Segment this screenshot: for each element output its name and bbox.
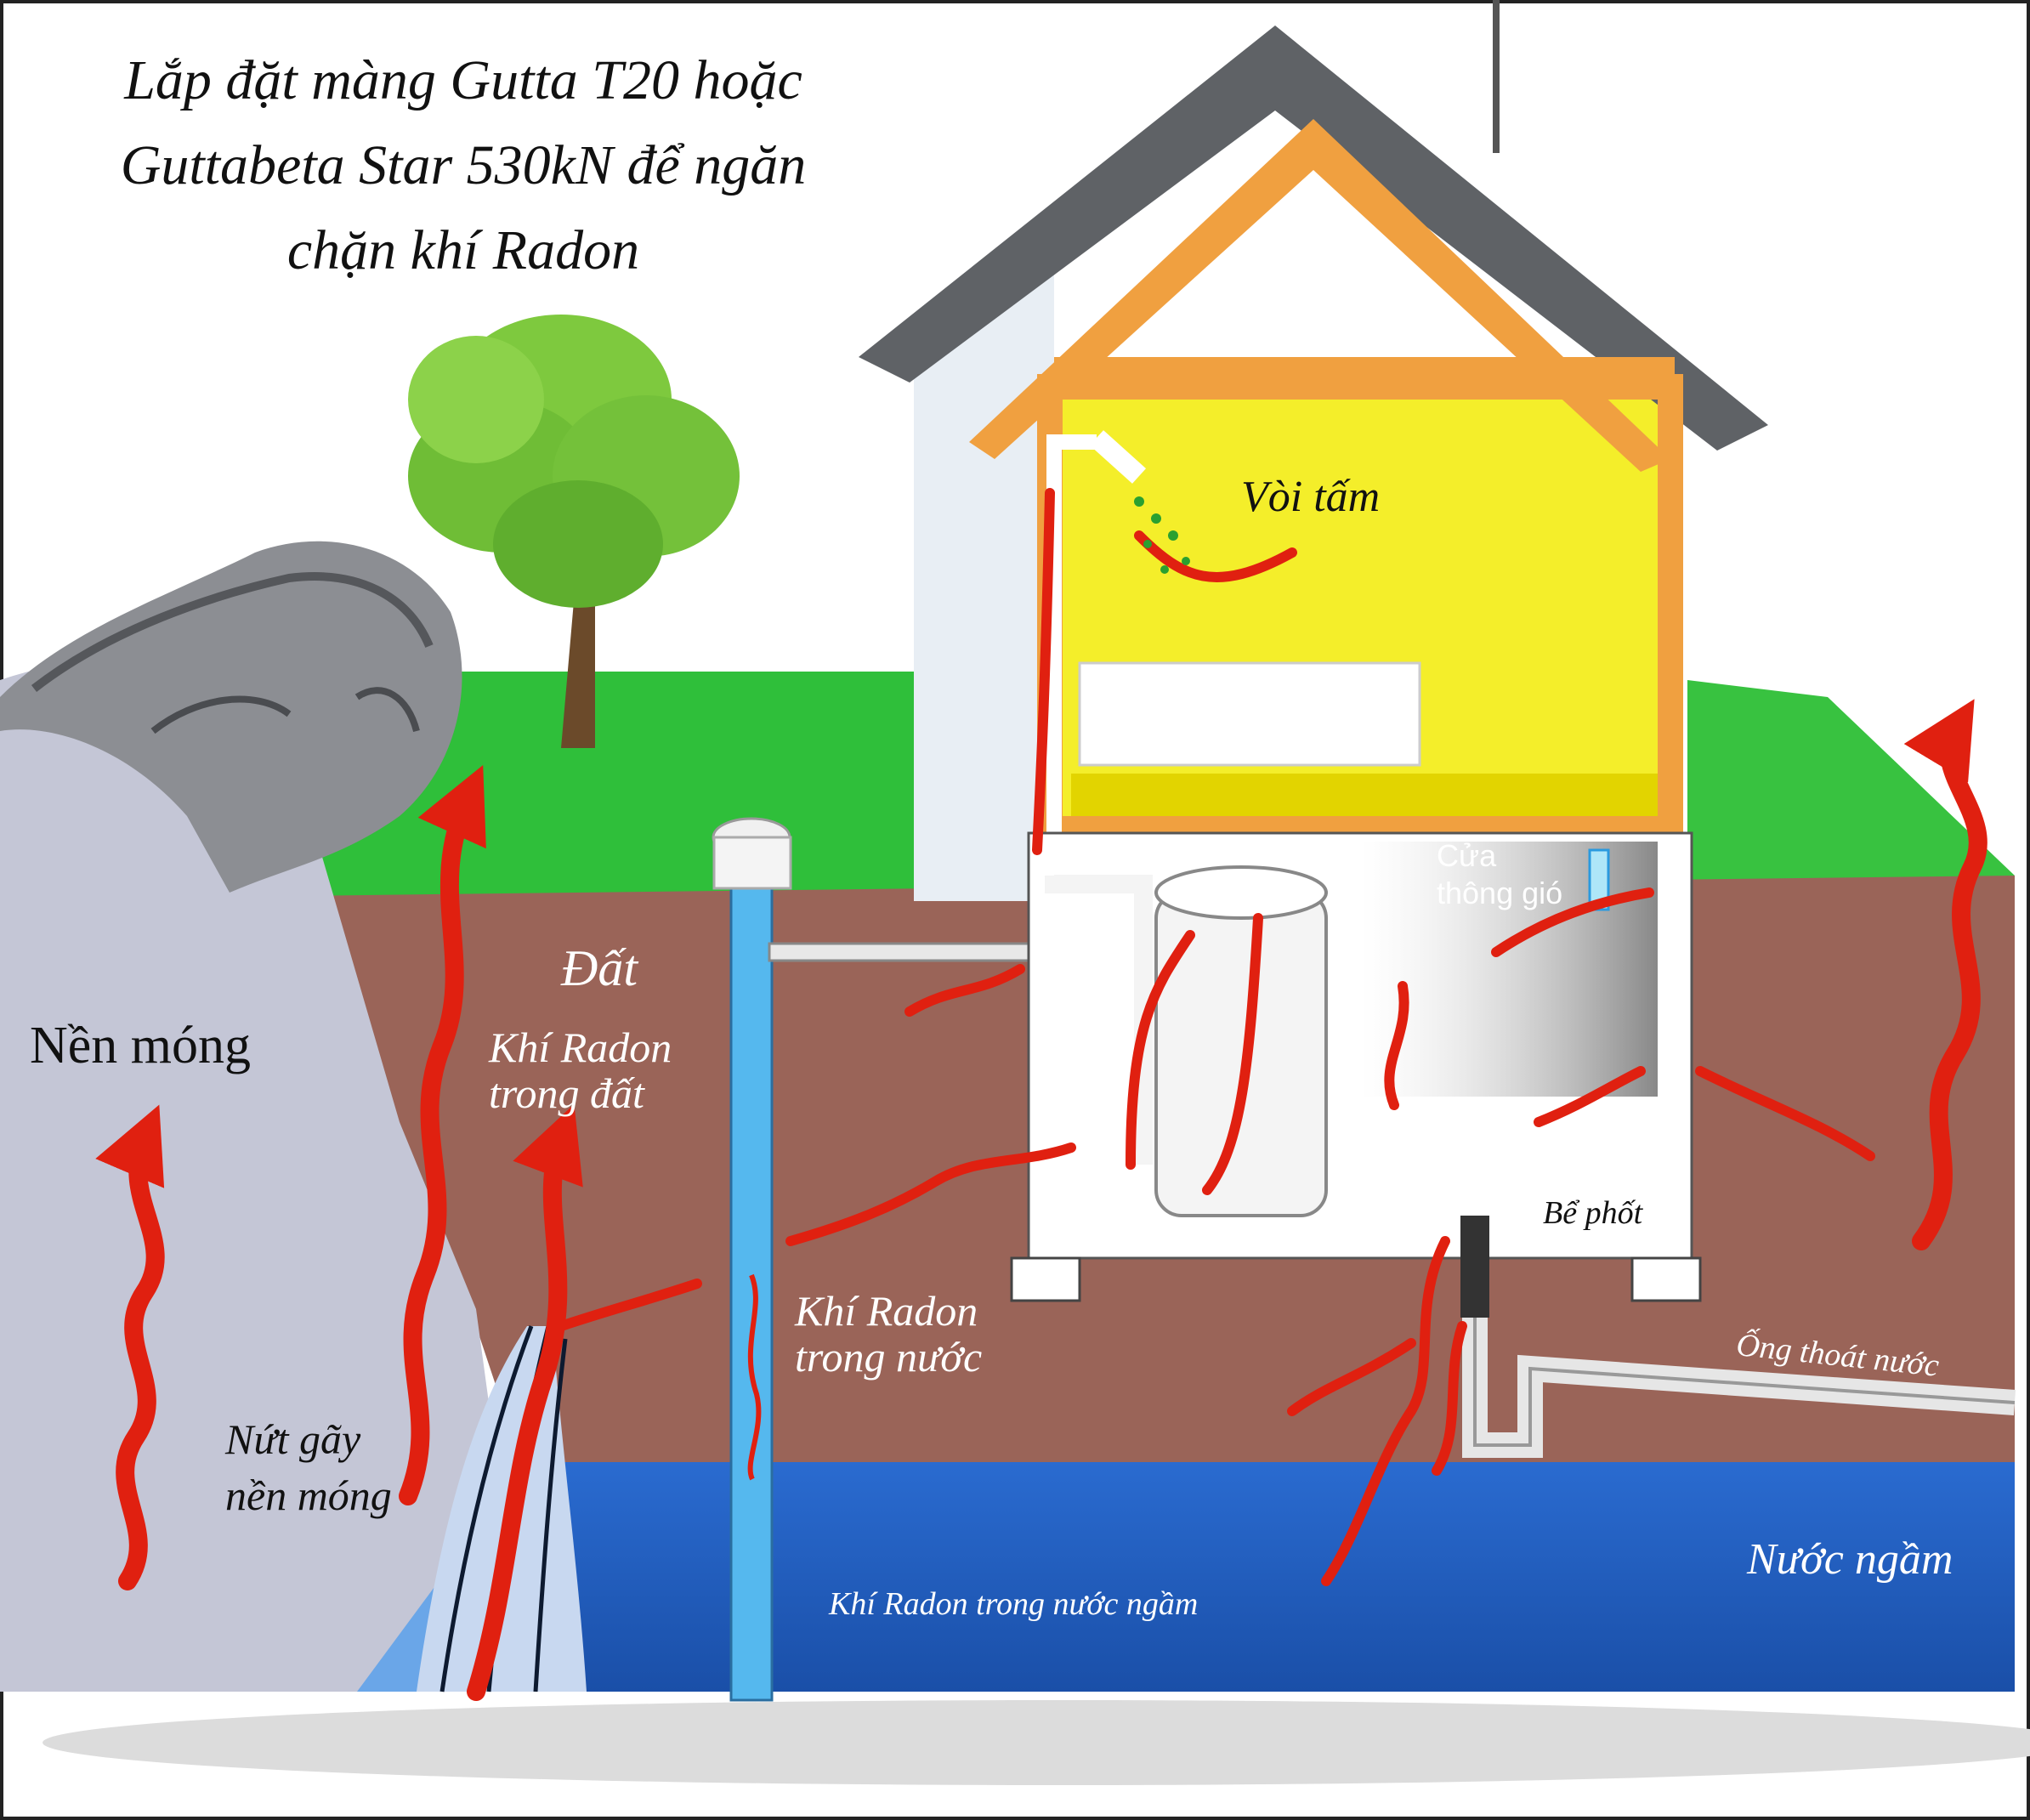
radon-arrow-soil: [399, 764, 486, 1505]
attic-beam: [1054, 357, 1675, 400]
label-vent: Cửa thông gió: [1437, 837, 1562, 912]
label-foundation: Nền móng: [30, 1017, 252, 1074]
grass-surface-right: [1687, 680, 2015, 897]
label-vent-line-1: Cửa: [1437, 838, 1497, 873]
label-groundwater: Nước ngầm: [1747, 1535, 1953, 1584]
rock-outcrop-highlight: [31, 572, 434, 692]
radon-squiggles: [556, 488, 1875, 1586]
tree: [408, 315, 740, 748]
title-line-3: chặn khí Radon: [286, 219, 640, 281]
label-septic: Bể phốt: [1543, 1195, 1643, 1231]
title-line-2: Guttabeta Star 530kN để ngăn: [120, 134, 807, 196]
rock-crevice: [150, 687, 420, 734]
label-crack: Nứt gãy nền móng: [225, 1411, 392, 1523]
basement-footing-right: [1630, 1256, 1702, 1302]
basement-footing-left: [1010, 1256, 1081, 1302]
title-line-1: Lắp đặt màng Gutta T20 hoặc: [124, 49, 802, 111]
radon-paths: [95, 699, 1987, 1701]
label-radon-groundwater: Khí Radon trong nước ngầm: [829, 1586, 1199, 1622]
shower-pipe: [1046, 434, 1097, 876]
radon-arrow-crack: [467, 1103, 583, 1701]
shower-droplets: [1134, 496, 1190, 574]
radon-arrow-right: [1903, 699, 1987, 1250]
label-shower: Vòi tấm: [1241, 473, 1381, 521]
label-crack-line-2: nền móng: [225, 1471, 392, 1519]
radon-well-marks: [747, 1273, 762, 1481]
label-radon-water-line-2: trong nước: [795, 1333, 983, 1381]
floor-beam: [1054, 816, 1683, 833]
label-radon-water-line-1: Khí Radon: [795, 1287, 978, 1335]
bed: [1078, 661, 1421, 767]
diagram-title: Lắp đặt màng Gutta T20 hoặc Guttabeta St…: [81, 38, 846, 293]
label-radon-water: Khí Radon trong nước: [795, 1288, 982, 1380]
label-radon-soil-line-1: Khí Radon: [489, 1023, 672, 1071]
vent-window: [1588, 848, 1610, 911]
bedrock: [0, 657, 502, 1692]
label-crack-line-1: Nứt gãy: [225, 1415, 361, 1463]
rock-outcrop: [0, 541, 462, 893]
radon-arrow-foundation: [95, 1104, 165, 1590]
ground-shadow: [43, 1700, 2030, 1785]
well-shaft: [729, 882, 774, 1702]
septic-vent: [1460, 1216, 1489, 1318]
label-soil: Đất: [561, 940, 638, 996]
label-radon-soil: Khí Radon trong đất: [489, 1024, 672, 1116]
house: [859, 0, 1768, 1302]
label-radon-soil-line-2: trong đất: [489, 1069, 644, 1117]
label-vent-line-2: thông gió: [1437, 876, 1563, 910]
house-wall-left: [914, 272, 1054, 901]
